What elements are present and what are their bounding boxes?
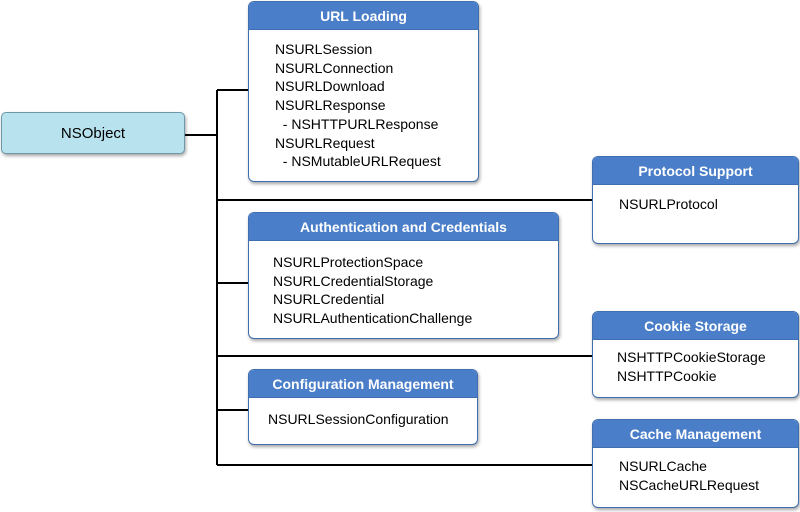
class-item: - NSHTTPURLResponse xyxy=(275,115,439,132)
group-title: Configuration Management xyxy=(272,375,454,392)
group-header: Cookie Storage xyxy=(593,312,798,340)
group-header: Cache Management xyxy=(593,420,798,448)
group-header: Protocol Support xyxy=(593,157,798,185)
class-item: NSURLProtocol xyxy=(619,196,718,212)
class-item: NSURLConnection xyxy=(275,59,394,76)
group-header: URL Loading xyxy=(249,2,478,30)
class-item: NSURLCredentialStorage xyxy=(273,272,434,289)
class-list: NSHTTPCookieStorage NSHTTPCookie xyxy=(593,340,798,385)
class-item: NSCacheURLRequest xyxy=(619,476,760,493)
group-url-loading: URL Loading NSURLSession NSURLConnection… xyxy=(248,1,479,182)
group-title: URL Loading xyxy=(320,7,407,24)
group-title: Cookie Storage xyxy=(644,317,747,334)
class-item: NSURLResponse xyxy=(275,97,386,114)
class-item: - NSMutableURLRequest xyxy=(275,153,441,170)
class-item: NSHTTPCookie xyxy=(617,367,717,384)
group-header: Authentication and Credentials xyxy=(249,213,558,241)
root-label: NSObject xyxy=(60,124,126,142)
group-header: Configuration Management xyxy=(249,370,477,398)
nsobject-root-node: NSObject xyxy=(1,112,185,154)
class-list: NSURLSession NSURLConnection NSURLDownlo… xyxy=(249,30,478,171)
class-list: NSURLProtocol xyxy=(593,185,798,214)
class-item: NSURLAuthenticationChallenge xyxy=(273,310,473,327)
class-list: NSURLCache NSCacheURLRequest xyxy=(593,448,798,494)
class-item: NSURLDownload xyxy=(275,78,385,95)
class-item: NSURLCredential xyxy=(273,291,385,308)
group-title: Cache Management xyxy=(629,425,762,442)
class-item: NSURLSessionConfiguration xyxy=(268,411,449,427)
group-title: Protocol Support xyxy=(638,162,753,179)
group-configuration-management: Configuration Management NSURLSessionCon… xyxy=(248,369,478,445)
class-item: NSURLProtectionSpace xyxy=(273,254,424,270)
group-authentication-and-credentials: Authentication and Credentials NSURLProt… xyxy=(248,212,559,339)
class-list: NSURLProtectionSpace NSURLCredentialStor… xyxy=(249,241,558,328)
class-item: NSURLRequest xyxy=(275,134,375,151)
class-item: NSURLSession xyxy=(275,41,373,57)
group-cookie-storage: Cookie Storage NSHTTPCookieStorage NSHTT… xyxy=(592,311,799,398)
class-item: NSURLCache xyxy=(619,458,707,474)
group-cache-management: Cache Management NSURLCache NSCacheURLRe… xyxy=(592,419,799,508)
group-protocol-support: Protocol Support NSURLProtocol xyxy=(592,156,799,244)
class-list: NSURLSessionConfiguration xyxy=(249,398,477,429)
class-item: NSHTTPCookieStorage xyxy=(617,349,766,365)
group-title: Authentication and Credentials xyxy=(300,218,507,235)
